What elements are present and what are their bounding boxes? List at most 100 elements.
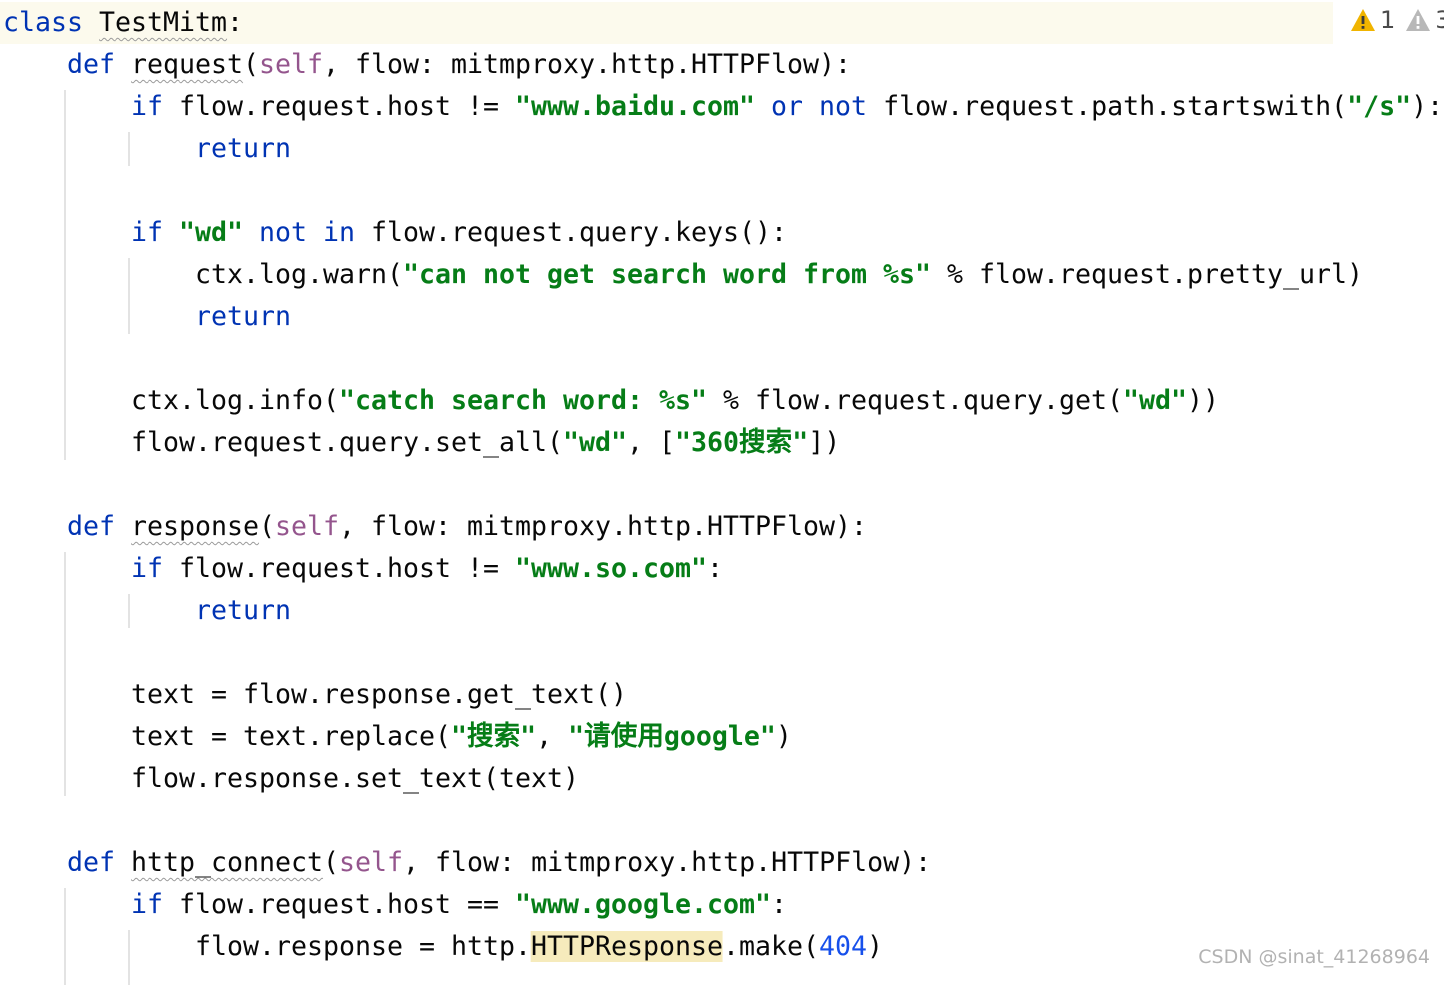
code-line-text: def request(self, flow: mitmproxy.http.H… bbox=[67, 44, 851, 86]
code-token bbox=[243, 217, 259, 248]
code-line-text: if flow.request.host != "www.so.com": bbox=[131, 548, 723, 590]
code-token: ) bbox=[867, 931, 884, 962]
code-token bbox=[755, 91, 771, 122]
code-line-text: if flow.request.host != "www.baidu.com" … bbox=[131, 86, 1443, 128]
code-line[interactable]: def response(self, flow: mitmproxy.http.… bbox=[0, 506, 880, 548]
code-token: "can not get search word from %s" bbox=[403, 259, 932, 290]
code-line[interactable]: if flow.request.host != "www.so.com": bbox=[0, 548, 732, 590]
code-line[interactable]: def http_connect(self, flow: mitmproxy.h… bbox=[0, 842, 945, 884]
code-line[interactable]: flow.response = http.HTTPResponse.make(4… bbox=[0, 926, 894, 968]
code-line-text: def http_connect(self, flow: mitmproxy.h… bbox=[67, 842, 931, 884]
code-token: not in bbox=[259, 217, 356, 248]
indent-guide bbox=[64, 90, 66, 460]
code-line[interactable] bbox=[0, 338, 3, 380]
code-token: , [ bbox=[627, 427, 676, 458]
indent-guide bbox=[128, 132, 130, 166]
code-line[interactable]: if flow.request.host == "www.google.com"… bbox=[0, 884, 798, 926]
weak-warning-triangle-icon bbox=[1406, 9, 1431, 31]
code-line-text: if "wd" not in flow.request.query.keys()… bbox=[131, 212, 787, 254]
code-token: return bbox=[195, 133, 292, 164]
code-token: def bbox=[67, 511, 116, 542]
code-token: "360搜索" bbox=[675, 427, 809, 458]
code-token: ctx.log.warn( bbox=[195, 259, 404, 290]
code-token: 404 bbox=[819, 931, 868, 962]
code-token: self bbox=[275, 511, 340, 542]
code-line[interactable]: return bbox=[0, 590, 293, 632]
warnings-indicator[interactable]: 1 bbox=[1350, 6, 1395, 34]
code-line[interactable]: return bbox=[0, 128, 293, 170]
code-line-text: return bbox=[195, 296, 291, 338]
code-line[interactable] bbox=[0, 464, 3, 506]
code-line[interactable]: text = text.replace("搜索", "请使用google") bbox=[0, 716, 802, 758]
code-line-text: flow.response = http.HTTPResponse.make(4… bbox=[195, 926, 883, 968]
code-token: HTTPResponse bbox=[531, 931, 724, 962]
code-token: ( bbox=[259, 511, 276, 542]
code-line-text: ctx.log.info("catch search word: %s" % f… bbox=[131, 380, 1219, 422]
code-token: flow.request.host != bbox=[163, 553, 516, 584]
code-token: self bbox=[339, 847, 404, 878]
code-token: ( bbox=[243, 49, 260, 80]
indent-guide bbox=[64, 888, 66, 985]
indent-guide bbox=[128, 258, 130, 334]
code-line[interactable]: text = flow.response.get_text() bbox=[0, 674, 635, 716]
code-token: , flow: mitmproxy.http.HTTPFlow): bbox=[403, 847, 932, 878]
code-token: "www.so.com" bbox=[515, 553, 708, 584]
code-line[interactable]: flow.request.query.set_all("wd", ["360搜索… bbox=[0, 422, 852, 464]
code-token: or bbox=[771, 91, 804, 122]
code-line[interactable]: if flow.request.host != "www.baidu.com" … bbox=[0, 86, 1444, 128]
code-line[interactable] bbox=[0, 800, 3, 842]
code-line-text: if flow.request.host == "www.google.com"… bbox=[131, 884, 787, 926]
code-line-text: class TestMitm: bbox=[3, 2, 243, 44]
code-line[interactable] bbox=[0, 632, 3, 674]
code-line-text: def response(self, flow: mitmproxy.http.… bbox=[67, 506, 867, 548]
code-line-text: flow.response.set_text(text) bbox=[131, 758, 579, 800]
code-token: : bbox=[707, 553, 724, 584]
code-line[interactable]: flow.response.set_text(text) bbox=[0, 758, 586, 800]
code-token: "www.google.com" bbox=[515, 889, 772, 920]
code-line[interactable]: ctx.log.warn("can not get search word fr… bbox=[0, 254, 1382, 296]
code-token: not bbox=[819, 91, 868, 122]
code-token: flow.request.query.keys(): bbox=[355, 217, 788, 248]
weak-warnings-indicator[interactable]: 3 bbox=[1405, 6, 1444, 34]
code-token: , flow: mitmproxy.http.HTTPFlow): bbox=[339, 511, 868, 542]
code-token: "搜索" bbox=[451, 721, 537, 752]
code-line-text: return bbox=[195, 128, 291, 170]
code-token: ): bbox=[1411, 91, 1444, 122]
code-token: if bbox=[131, 553, 164, 584]
code-line-text: return bbox=[195, 590, 291, 632]
code-token: class bbox=[3, 7, 84, 38]
code-token: http_connect bbox=[131, 847, 324, 878]
code-token: )) bbox=[1187, 385, 1220, 416]
code-token: return bbox=[195, 595, 292, 626]
code-line[interactable] bbox=[0, 170, 3, 212]
code-token: ) bbox=[775, 721, 792, 752]
code-token bbox=[83, 7, 99, 38]
code-token bbox=[803, 91, 819, 122]
code-line[interactable]: if "wd" not in flow.request.query.keys()… bbox=[0, 212, 798, 254]
code-line[interactable]: class TestMitm: bbox=[0, 2, 1333, 44]
code-token: "wd" bbox=[563, 427, 628, 458]
code-token: : bbox=[227, 7, 244, 38]
code-token: self bbox=[259, 49, 324, 80]
code-token: flow.response.set_text(text) bbox=[131, 763, 580, 794]
code-token: flow.request.path.startswith( bbox=[867, 91, 1348, 122]
code-token: ]) bbox=[808, 427, 841, 458]
code-token: , flow: mitmproxy.http.HTTPFlow): bbox=[323, 49, 852, 80]
code-token: "wd" bbox=[179, 217, 244, 248]
code-token: "/s" bbox=[1347, 91, 1412, 122]
code-token: : bbox=[771, 889, 788, 920]
watermark: CSDN @sinat_41268964 bbox=[1198, 946, 1430, 968]
code-token: def bbox=[67, 49, 116, 80]
code-line-text: flow.request.query.set_all("wd", ["360搜索… bbox=[131, 422, 840, 464]
code-token: def bbox=[67, 847, 116, 878]
code-token: if bbox=[131, 889, 164, 920]
inspection-widget[interactable]: 1 3 bbox=[1334, 0, 1444, 40]
code-token: , bbox=[536, 721, 569, 752]
indent-guide bbox=[128, 930, 130, 985]
code-token: "wd" bbox=[1123, 385, 1188, 416]
code-line[interactable]: ctx.log.info("catch search word: %s" % f… bbox=[0, 380, 1236, 422]
code-token: if bbox=[131, 91, 164, 122]
code-line[interactable]: return bbox=[0, 296, 293, 338]
code-line[interactable]: def request(self, flow: mitmproxy.http.H… bbox=[0, 44, 864, 86]
